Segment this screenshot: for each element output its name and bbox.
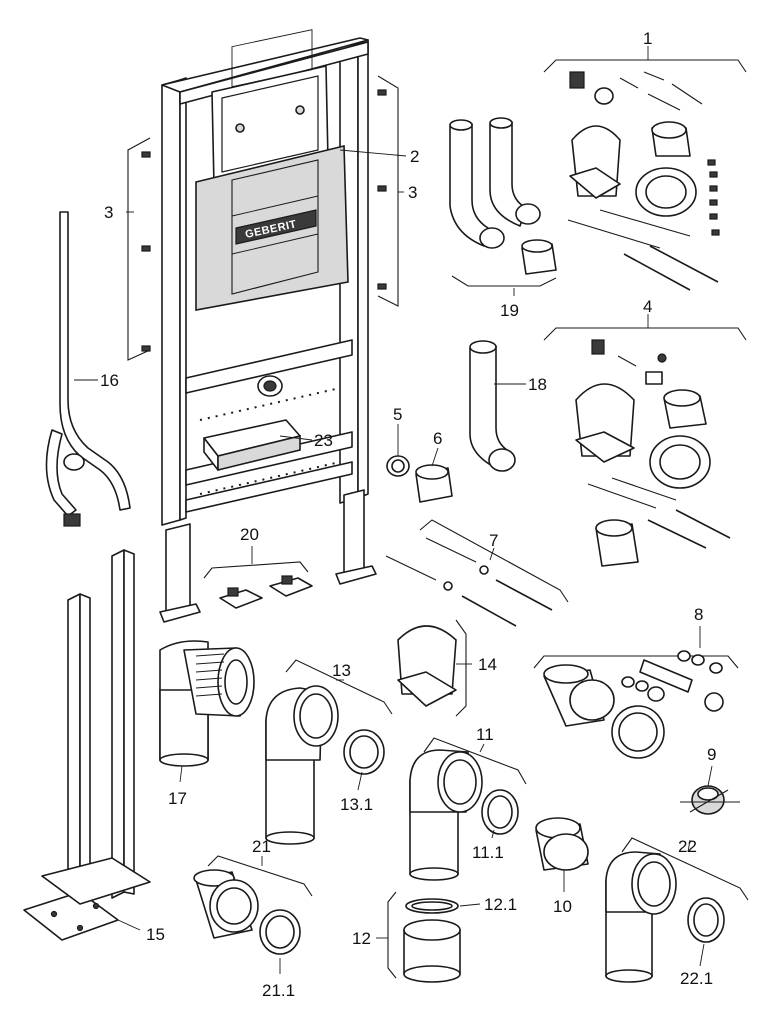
callout-labels: 1 2 3 3 4 5 6 7 8 9 10 11 11.1 12 12.1 1… [100, 29, 716, 1000]
callout-11: 11 [476, 725, 494, 744]
part-14-bracket [397, 619, 467, 717]
callout-22: 22 [678, 837, 697, 856]
callout-19: 19 [500, 301, 519, 320]
callout-6: 6 [433, 429, 442, 448]
callout-7: 7 [489, 531, 498, 550]
part-15-support-feet [23, 549, 151, 941]
part-10-sleeve [535, 817, 589, 871]
callout-22-1: 22.1 [680, 969, 713, 988]
part-16-flex-pipe [45, 211, 131, 527]
callout-12-1: 12.1 [484, 895, 517, 914]
part-20-brackets [203, 561, 313, 609]
part-22-1-seal [687, 897, 725, 943]
callout-4: 4 [643, 297, 652, 316]
part-8-kit [533, 650, 739, 759]
part-7-rods [385, 519, 569, 627]
callout-10: 10 [553, 897, 572, 916]
part-21-1-seal [259, 909, 301, 955]
part-18-bend [469, 340, 516, 472]
part-3-screws [127, 75, 399, 361]
leader-lines [74, 46, 713, 974]
callout-14: 14 [478, 655, 497, 674]
part-4-fixing-set [543, 327, 747, 567]
callout-23: 23 [314, 431, 333, 450]
callout-13-1: 13.1 [340, 795, 373, 814]
part-12-adapter [387, 891, 461, 983]
part-19-bends [449, 117, 557, 287]
callout-16: 16 [100, 371, 119, 390]
part-11-elbow [409, 737, 527, 881]
callout-15: 15 [146, 925, 165, 944]
callout-3-right: 3 [408, 183, 417, 202]
callout-17: 17 [168, 789, 187, 808]
installation-frame: GEBERIT [159, 29, 377, 623]
callout-11-1: 11.1 [472, 843, 504, 862]
part-17-elbow [159, 640, 255, 767]
callout-12: 12 [352, 929, 371, 948]
part-6-sleeve [415, 464, 453, 503]
callout-2: 2 [410, 147, 419, 166]
callout-21: 21 [252, 837, 271, 856]
callout-21-1: 21.1 [262, 981, 295, 1000]
callout-5: 5 [393, 405, 402, 424]
callout-1: 1 [643, 29, 652, 48]
part-13-1-seal [343, 729, 385, 775]
part-11-1-seal [481, 789, 519, 835]
part-1-fixing-set [543, 59, 747, 291]
part-13-elbow [265, 659, 393, 845]
part-23-module [203, 419, 301, 472]
callout-8: 8 [694, 605, 703, 624]
part-21-sleeve [193, 855, 313, 939]
callout-20: 20 [240, 525, 259, 544]
callout-13: 13 [332, 661, 351, 680]
part-5-seal [386, 455, 410, 477]
callout-18: 18 [528, 375, 547, 394]
callout-9: 9 [707, 745, 716, 764]
callout-3-left: 3 [104, 203, 113, 222]
part-9-valve [680, 785, 740, 815]
part-22-elbow [605, 837, 749, 983]
